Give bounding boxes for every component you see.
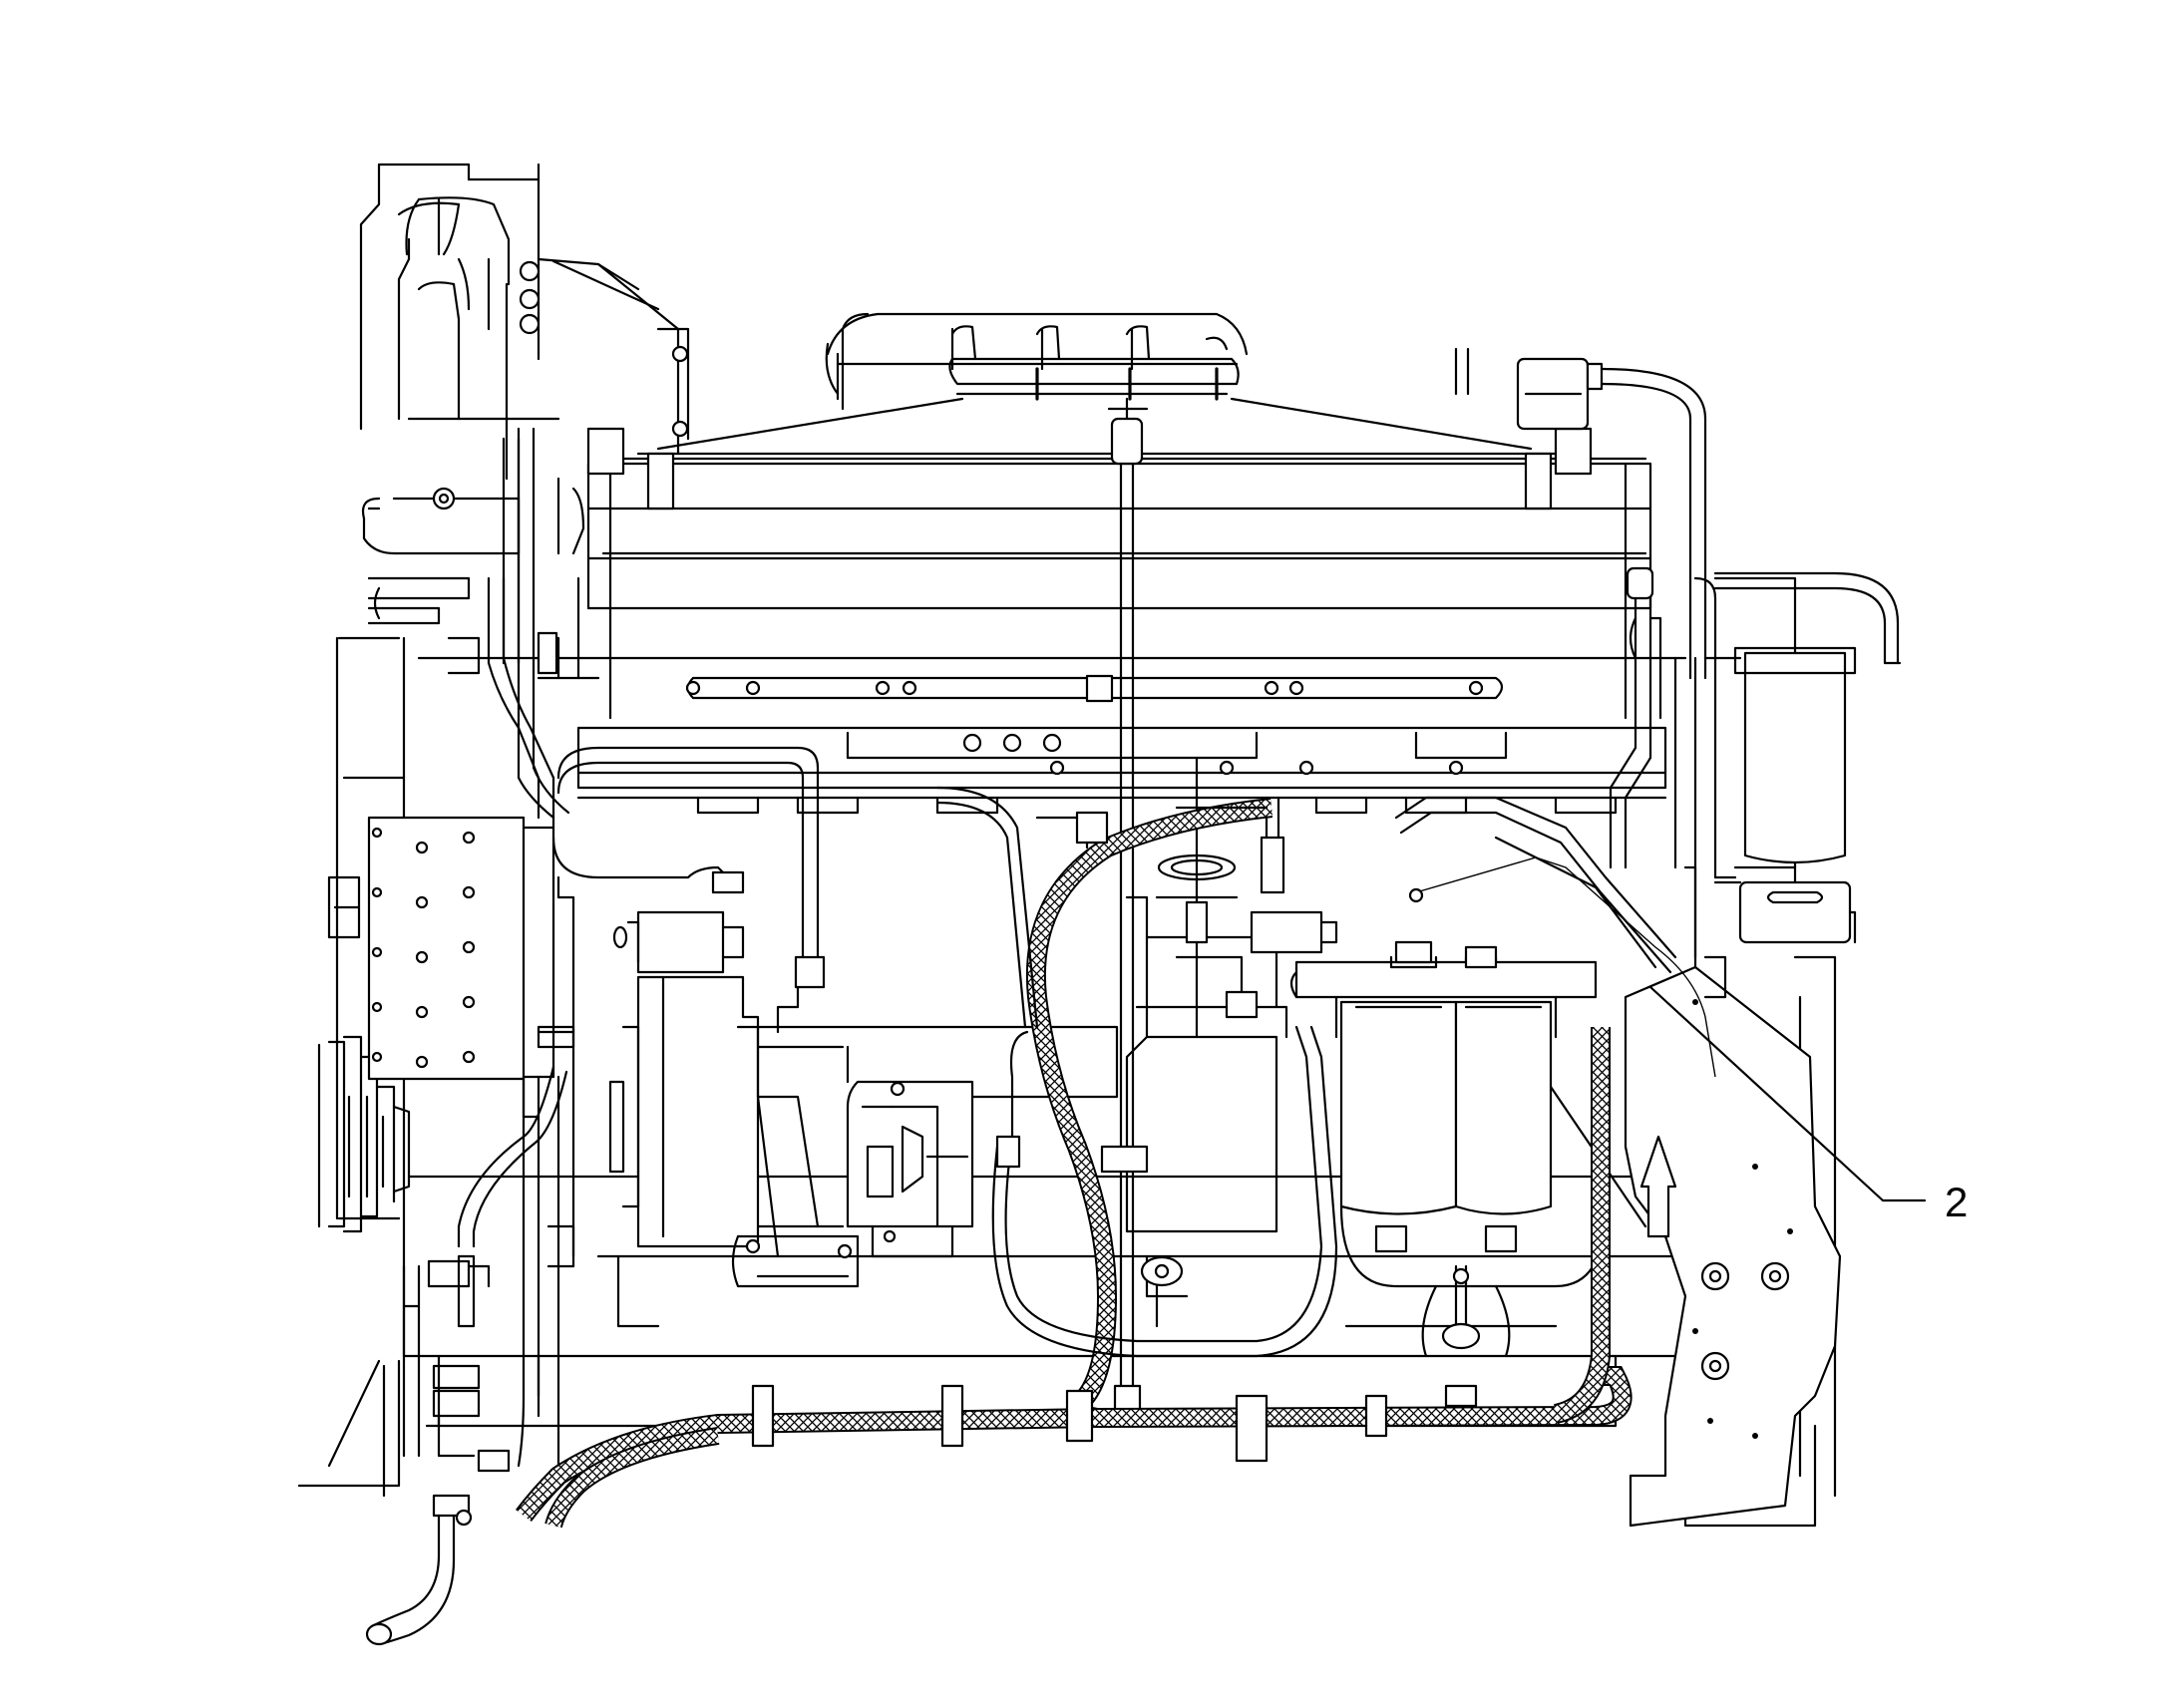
braided-harness xyxy=(516,798,1633,1529)
pulley-alternator xyxy=(317,636,411,1233)
fuel-filters xyxy=(1289,940,1647,1408)
right-top-assembly xyxy=(1454,347,1902,944)
left-air-duct xyxy=(359,163,690,481)
fuel-pipe-loop xyxy=(551,746,1716,1358)
engine-mount-bracket xyxy=(1624,965,1842,1528)
callout-2: 2 xyxy=(1648,985,1968,1225)
callout-leader-line xyxy=(1648,985,1927,1202)
dipstick-tube xyxy=(1100,397,1149,1413)
left-plumbing xyxy=(361,427,600,1646)
center-components xyxy=(608,756,1338,1298)
ecm-module xyxy=(367,816,555,1119)
callout-label: 2 xyxy=(1945,1179,1968,1225)
right-side-plumbing xyxy=(1609,566,1797,999)
